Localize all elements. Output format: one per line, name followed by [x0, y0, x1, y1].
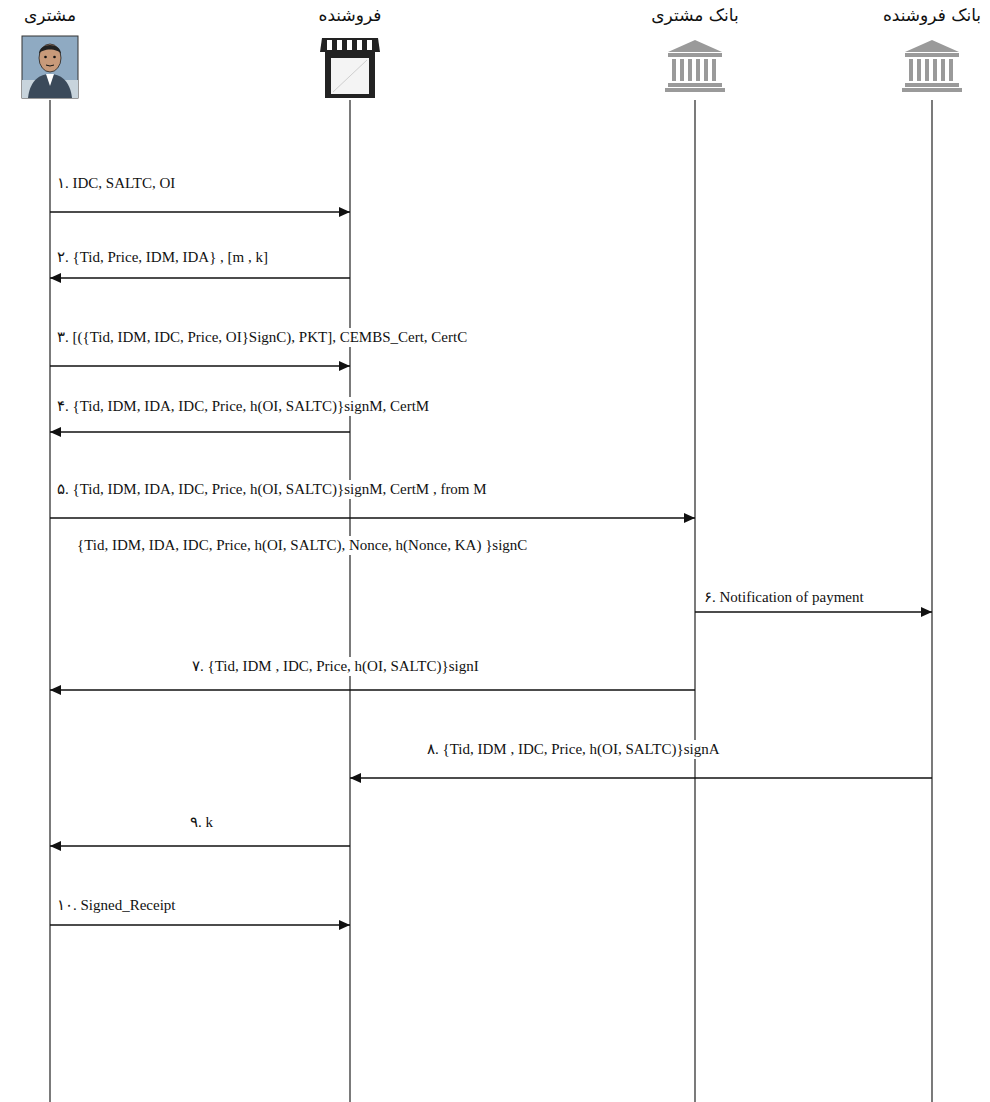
arrowhead: [350, 773, 361, 783]
arrowhead: [50, 273, 61, 283]
message-arrow: [50, 427, 350, 437]
actor-heading: فروشنده: [300, 4, 400, 26]
lifeline: [931, 100, 932, 1102]
message-label: ۱. IDC, SALTC, OI: [55, 174, 177, 193]
actor-heading: بانک فروشنده: [879, 4, 986, 26]
message-label: ۵. {Tid, IDM, IDA, IDC, Price, h(OI, SAL…: [55, 480, 489, 499]
arrowhead: [339, 207, 350, 217]
lifeline: [694, 100, 695, 1102]
actor-name: بانک مشتری: [640, 4, 750, 26]
arrowhead: [50, 427, 61, 437]
lifeline: [49, 100, 50, 1102]
message-line: [50, 277, 350, 278]
message-arrow: [50, 513, 695, 523]
message-label: ۲. {Tid, Price, IDM, IDA} , [m , k]: [55, 248, 270, 267]
actor-heading: بانک مشتری: [640, 4, 750, 26]
message-label: ۳. [({Tid, IDM, IDC, Price, OI}SignC), P…: [55, 328, 469, 347]
message-line: [50, 431, 350, 432]
actor-name: فروشنده: [300, 4, 400, 26]
arrowhead: [50, 841, 61, 851]
message-arrow: [695, 607, 932, 617]
message-line: [695, 611, 932, 612]
actor-heading: مشتری: [5, 4, 95, 26]
arrowhead: [50, 685, 61, 695]
lifeline: [349, 100, 350, 1102]
message-line: [50, 517, 695, 518]
message-label: ۶. Notification of payment: [702, 588, 866, 607]
message-arrow: [350, 773, 932, 783]
message-line: [50, 689, 695, 690]
arrowhead: [684, 513, 695, 523]
message-arrow: [50, 273, 350, 283]
customer-icon: [22, 36, 78, 98]
arrowhead: [339, 920, 350, 930]
message-label: ۹. k: [188, 813, 215, 832]
arrowhead: [921, 607, 932, 617]
message-label: ۷. {Tid, IDM , IDC, Price, h(OI, SALTC)}…: [190, 657, 481, 676]
message-line: [50, 845, 350, 846]
store-icon: [320, 38, 380, 98]
message-line: [50, 365, 350, 366]
message-label: ۴. {Tid, IDM, IDA, IDC, Price, h(OI, SAL…: [55, 397, 431, 416]
actor-name: بانک فروشنده: [879, 4, 986, 26]
arrowhead: [339, 361, 350, 371]
message-arrow: [50, 841, 350, 851]
message-arrow: [50, 207, 350, 217]
message-line: [350, 777, 932, 778]
message-line: [50, 211, 350, 212]
bank-icon: [902, 40, 962, 92]
message-arrow: [50, 361, 350, 371]
bank-icon: [665, 40, 725, 92]
message-label: ۱۰. Signed_Receipt: [55, 896, 177, 915]
message-arrow: [50, 685, 695, 695]
message-label: {Tid, IDM, IDA, IDC, Price, h(OI, SALTC)…: [75, 536, 529, 555]
message-line: [50, 924, 350, 925]
actor-name: مشتری: [5, 4, 95, 26]
message-label: ۸. {Tid, IDM , IDC, Price, h(OI, SALTC)}…: [425, 740, 722, 759]
message-arrow: [50, 920, 350, 930]
